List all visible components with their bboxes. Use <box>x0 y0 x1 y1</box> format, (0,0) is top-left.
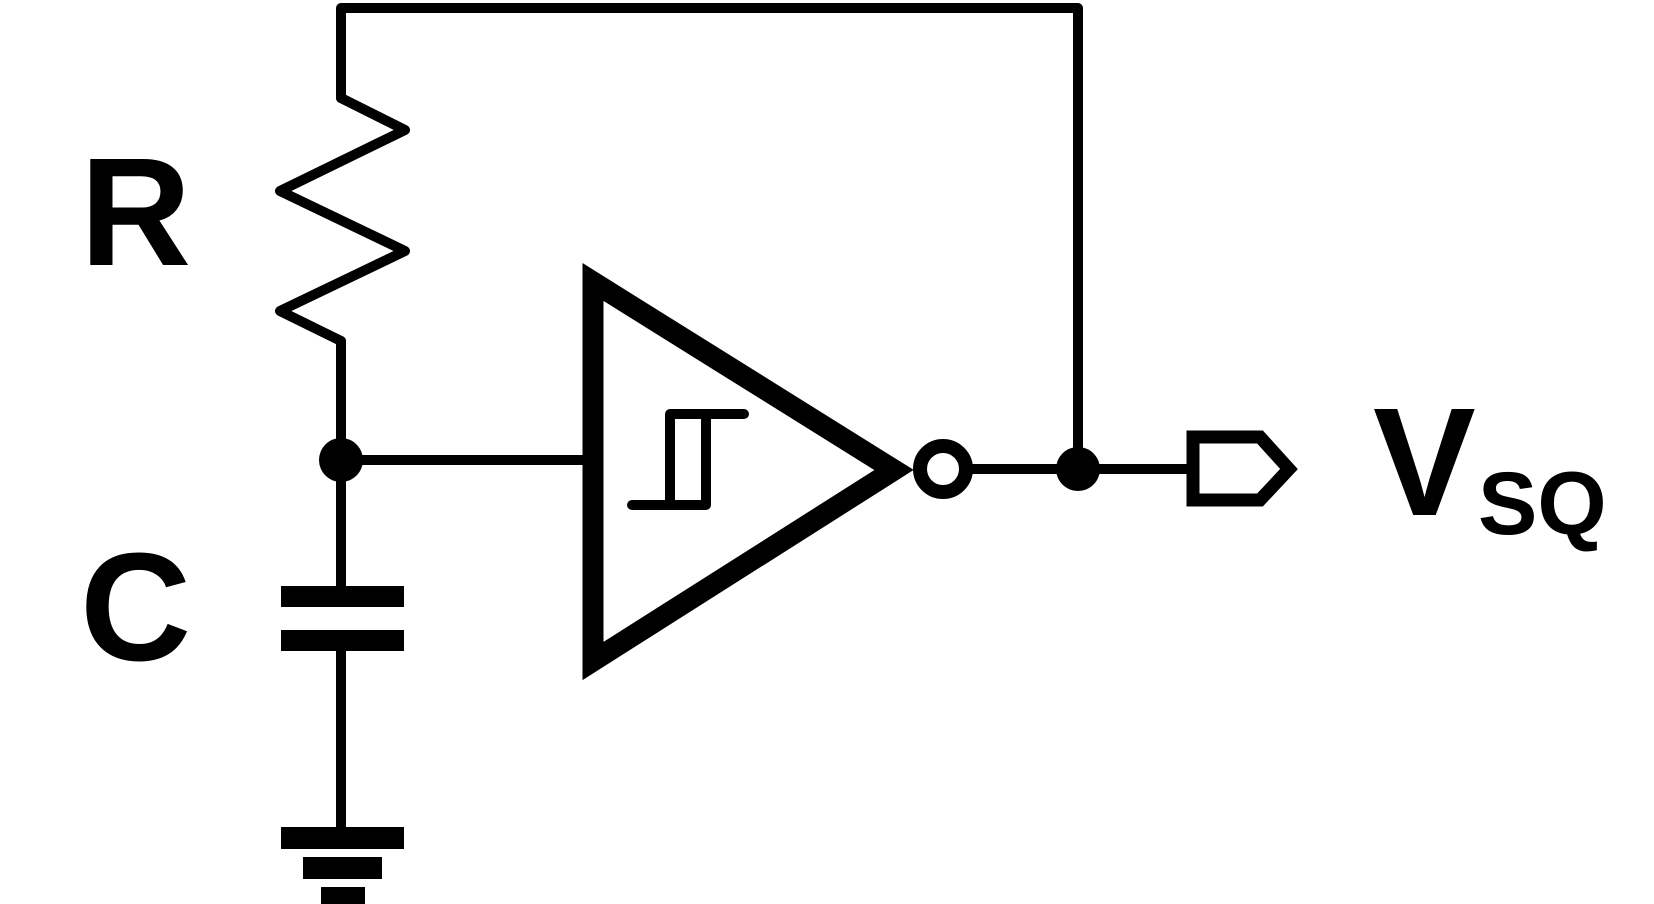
inversion-bubble-icon <box>913 439 973 499</box>
output-label-subscript: SQ <box>1478 453 1607 553</box>
ground-icon <box>281 827 404 904</box>
feedback-wire <box>336 3 1083 473</box>
resistor-label: R <box>80 126 191 298</box>
capacitor-label: C <box>80 521 191 693</box>
output-junction-dot <box>1056 447 1100 491</box>
resistor-icon <box>275 93 410 346</box>
output-label-main: V <box>1373 376 1476 548</box>
hysteresis-icon <box>627 409 749 510</box>
capacitor-icon <box>281 586 404 651</box>
schmitt-trigger-inverter-icon <box>582 263 914 681</box>
output-port-icon <box>1186 430 1298 507</box>
